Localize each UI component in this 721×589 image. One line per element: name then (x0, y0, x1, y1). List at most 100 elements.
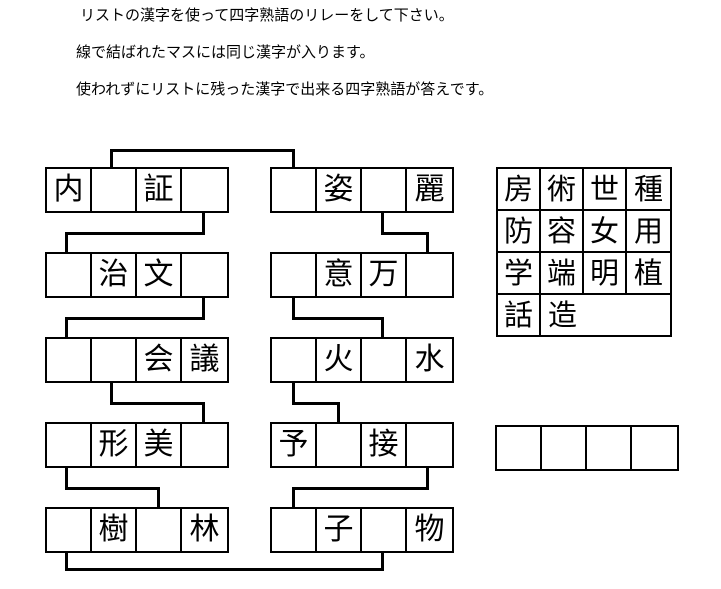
right-cell-r2c4[interactable] (407, 254, 452, 296)
instruction-line-2: 線で結ばれたマスには同じ漢字が入ります。 (76, 43, 375, 61)
kanji-list-cell-r4c1[interactable]: 話 (498, 295, 541, 335)
answer-box (495, 425, 679, 471)
instruction-line-1: リストの漢字を使って四字熟語のリレーをして下さい。 (80, 6, 454, 24)
connector-left-r4r5-horizontal (65, 487, 160, 490)
connector-right-r1c3-down (381, 209, 384, 235)
instruction-line-3: 使われずにリストに残った漢字で出来る四字熟語が答えです。 (76, 80, 494, 98)
right-cell-r1c1[interactable] (272, 169, 317, 211)
left-cell-r4c1[interactable] (47, 424, 92, 466)
left-cell-r5c1[interactable] (47, 509, 92, 551)
left-cell-r5c4[interactable]: 林 (182, 509, 227, 551)
right-cell-r4c4[interactable] (407, 424, 452, 466)
kanji-list-cell-r1c1[interactable]: 房 (498, 169, 541, 209)
answer-cell-4[interactable] (632, 427, 677, 469)
left-grid-row-4: 形 美 (45, 422, 229, 468)
connector-left-r2r3-horizontal (65, 317, 205, 320)
left-cell-r3c2[interactable] (92, 339, 137, 381)
connector-right-r2c4-up (426, 232, 429, 254)
connector-right-r2c1-down (292, 294, 295, 320)
connector-bottom-left-vertical (65, 549, 68, 571)
kanji-list-cell-r3c3[interactable]: 明 (584, 253, 627, 293)
right-grid-row-3: 火 水 (270, 337, 454, 383)
kanji-list-cell-r2c1[interactable]: 防 (498, 211, 541, 251)
kanji-list-cell-r3c4[interactable]: 植 (627, 253, 670, 293)
left-cell-r4c2[interactable]: 形 (92, 424, 137, 466)
left-grid-row-2: 治 文 (45, 252, 229, 298)
left-cell-r1c4[interactable] (182, 169, 227, 211)
connector-bottom-right-vertical (381, 549, 384, 571)
answer-cell-2[interactable] (542, 427, 587, 469)
instructions-block: リストの漢字を使って四字熟語のリレーをして下さい。 線で結ばれたマスには同じ漢字… (76, 6, 680, 119)
kanji-list-cell-r3c2[interactable]: 端 (541, 253, 584, 293)
left-cell-r1c1[interactable]: 内 (47, 169, 92, 211)
left-cell-r1c2[interactable] (92, 169, 137, 211)
left-cell-r5c3[interactable] (137, 509, 182, 551)
right-cell-r4c2[interactable] (317, 424, 362, 466)
left-cell-r5c2[interactable]: 樹 (92, 509, 137, 551)
connector-bottom-horizontal (65, 568, 384, 571)
left-cell-r3c4[interactable]: 議 (182, 339, 227, 381)
left-cell-r4c3[interactable]: 美 (137, 424, 182, 466)
kanji-list-cell-r2c2[interactable]: 容 (541, 211, 584, 251)
connector-left-r4c1-down (65, 464, 68, 490)
kanji-list-cell-r3c1[interactable]: 学 (498, 253, 541, 293)
kanji-list-row-4: 話 造 (498, 295, 670, 335)
left-cell-r2c3[interactable]: 文 (137, 254, 182, 296)
right-cell-r5c1[interactable] (272, 509, 317, 551)
left-grid-row-5: 樹 林 (45, 507, 229, 553)
kanji-list-cell-r4c2[interactable]: 造 (541, 295, 584, 335)
right-grid-row-2: 意 万 (270, 252, 454, 298)
left-cell-r2c4[interactable] (182, 254, 227, 296)
right-cell-r3c3[interactable] (362, 339, 407, 381)
connector-left-r3r4-horizontal (110, 402, 205, 405)
right-cell-r2c2[interactable]: 意 (317, 254, 362, 296)
right-cell-r2c1[interactable] (272, 254, 317, 296)
right-grid-row-5: 子 物 (270, 507, 454, 553)
right-cell-r1c4[interactable]: 麗 (407, 169, 452, 211)
connector-right-r1r2-horizontal (381, 232, 429, 235)
left-cell-r2c1[interactable] (47, 254, 92, 296)
right-cell-r1c3[interactable] (362, 169, 407, 211)
right-cell-r4c3[interactable]: 接 (362, 424, 407, 466)
connector-left-r2c1-up (65, 232, 68, 254)
connector-left-r2c4-down (202, 294, 205, 320)
kanji-list-cell-r2c3[interactable]: 女 (584, 211, 627, 251)
kanji-list-cell-r1c2[interactable]: 術 (541, 169, 584, 209)
connector-left-r3c2-down (110, 379, 113, 405)
left-cell-r2c2[interactable]: 治 (92, 254, 137, 296)
connector-right-r3c1-down (292, 379, 295, 405)
right-cell-r5c3[interactable] (362, 509, 407, 551)
right-cell-r1c2[interactable]: 姿 (317, 169, 362, 211)
connector-top-vertical-right (292, 149, 295, 169)
left-cell-r3c3[interactable]: 会 (137, 339, 182, 381)
answer-cell-3[interactable] (587, 427, 632, 469)
right-cell-r2c3[interactable]: 万 (362, 254, 407, 296)
kanji-list-row-2: 防 容 女 用 (498, 211, 670, 253)
left-cell-r4c4[interactable] (182, 424, 227, 466)
left-cell-r3c1[interactable] (47, 339, 92, 381)
right-grid-row-4: 予 接 (270, 422, 454, 468)
kanji-list-cell-r1c3[interactable]: 世 (584, 169, 627, 209)
connector-right-r2r3-horizontal (292, 317, 384, 320)
right-cell-r4c1[interactable]: 予 (272, 424, 317, 466)
connector-top-vertical-left (110, 149, 113, 169)
right-cell-r3c2[interactable]: 火 (317, 339, 362, 381)
connector-right-r4c2-up (337, 402, 340, 424)
right-cell-r3c4[interactable]: 水 (407, 339, 452, 381)
connector-right-r4r5-horizontal (292, 487, 429, 490)
kanji-list-row-3: 学 端 明 植 (498, 253, 670, 295)
right-cell-r5c4[interactable]: 物 (407, 509, 452, 551)
kanji-list-row-1: 房 術 世 種 (498, 169, 670, 211)
left-cell-r1c3[interactable]: 証 (137, 169, 182, 211)
kanji-list-cell-r1c4[interactable]: 種 (627, 169, 670, 209)
left-grid-row-1: 内 証 (45, 167, 229, 213)
right-cell-r3c1[interactable] (272, 339, 317, 381)
kanji-list-cell-r2c4[interactable]: 用 (627, 211, 670, 251)
connector-right-r4c4-down (426, 464, 429, 490)
connector-left-r3c1-up (65, 317, 68, 339)
right-cell-r5c2[interactable]: 子 (317, 509, 362, 551)
connector-left-r4c4-up (202, 402, 205, 424)
connector-top-horizontal (110, 149, 295, 152)
answer-cell-1[interactable] (497, 427, 542, 469)
